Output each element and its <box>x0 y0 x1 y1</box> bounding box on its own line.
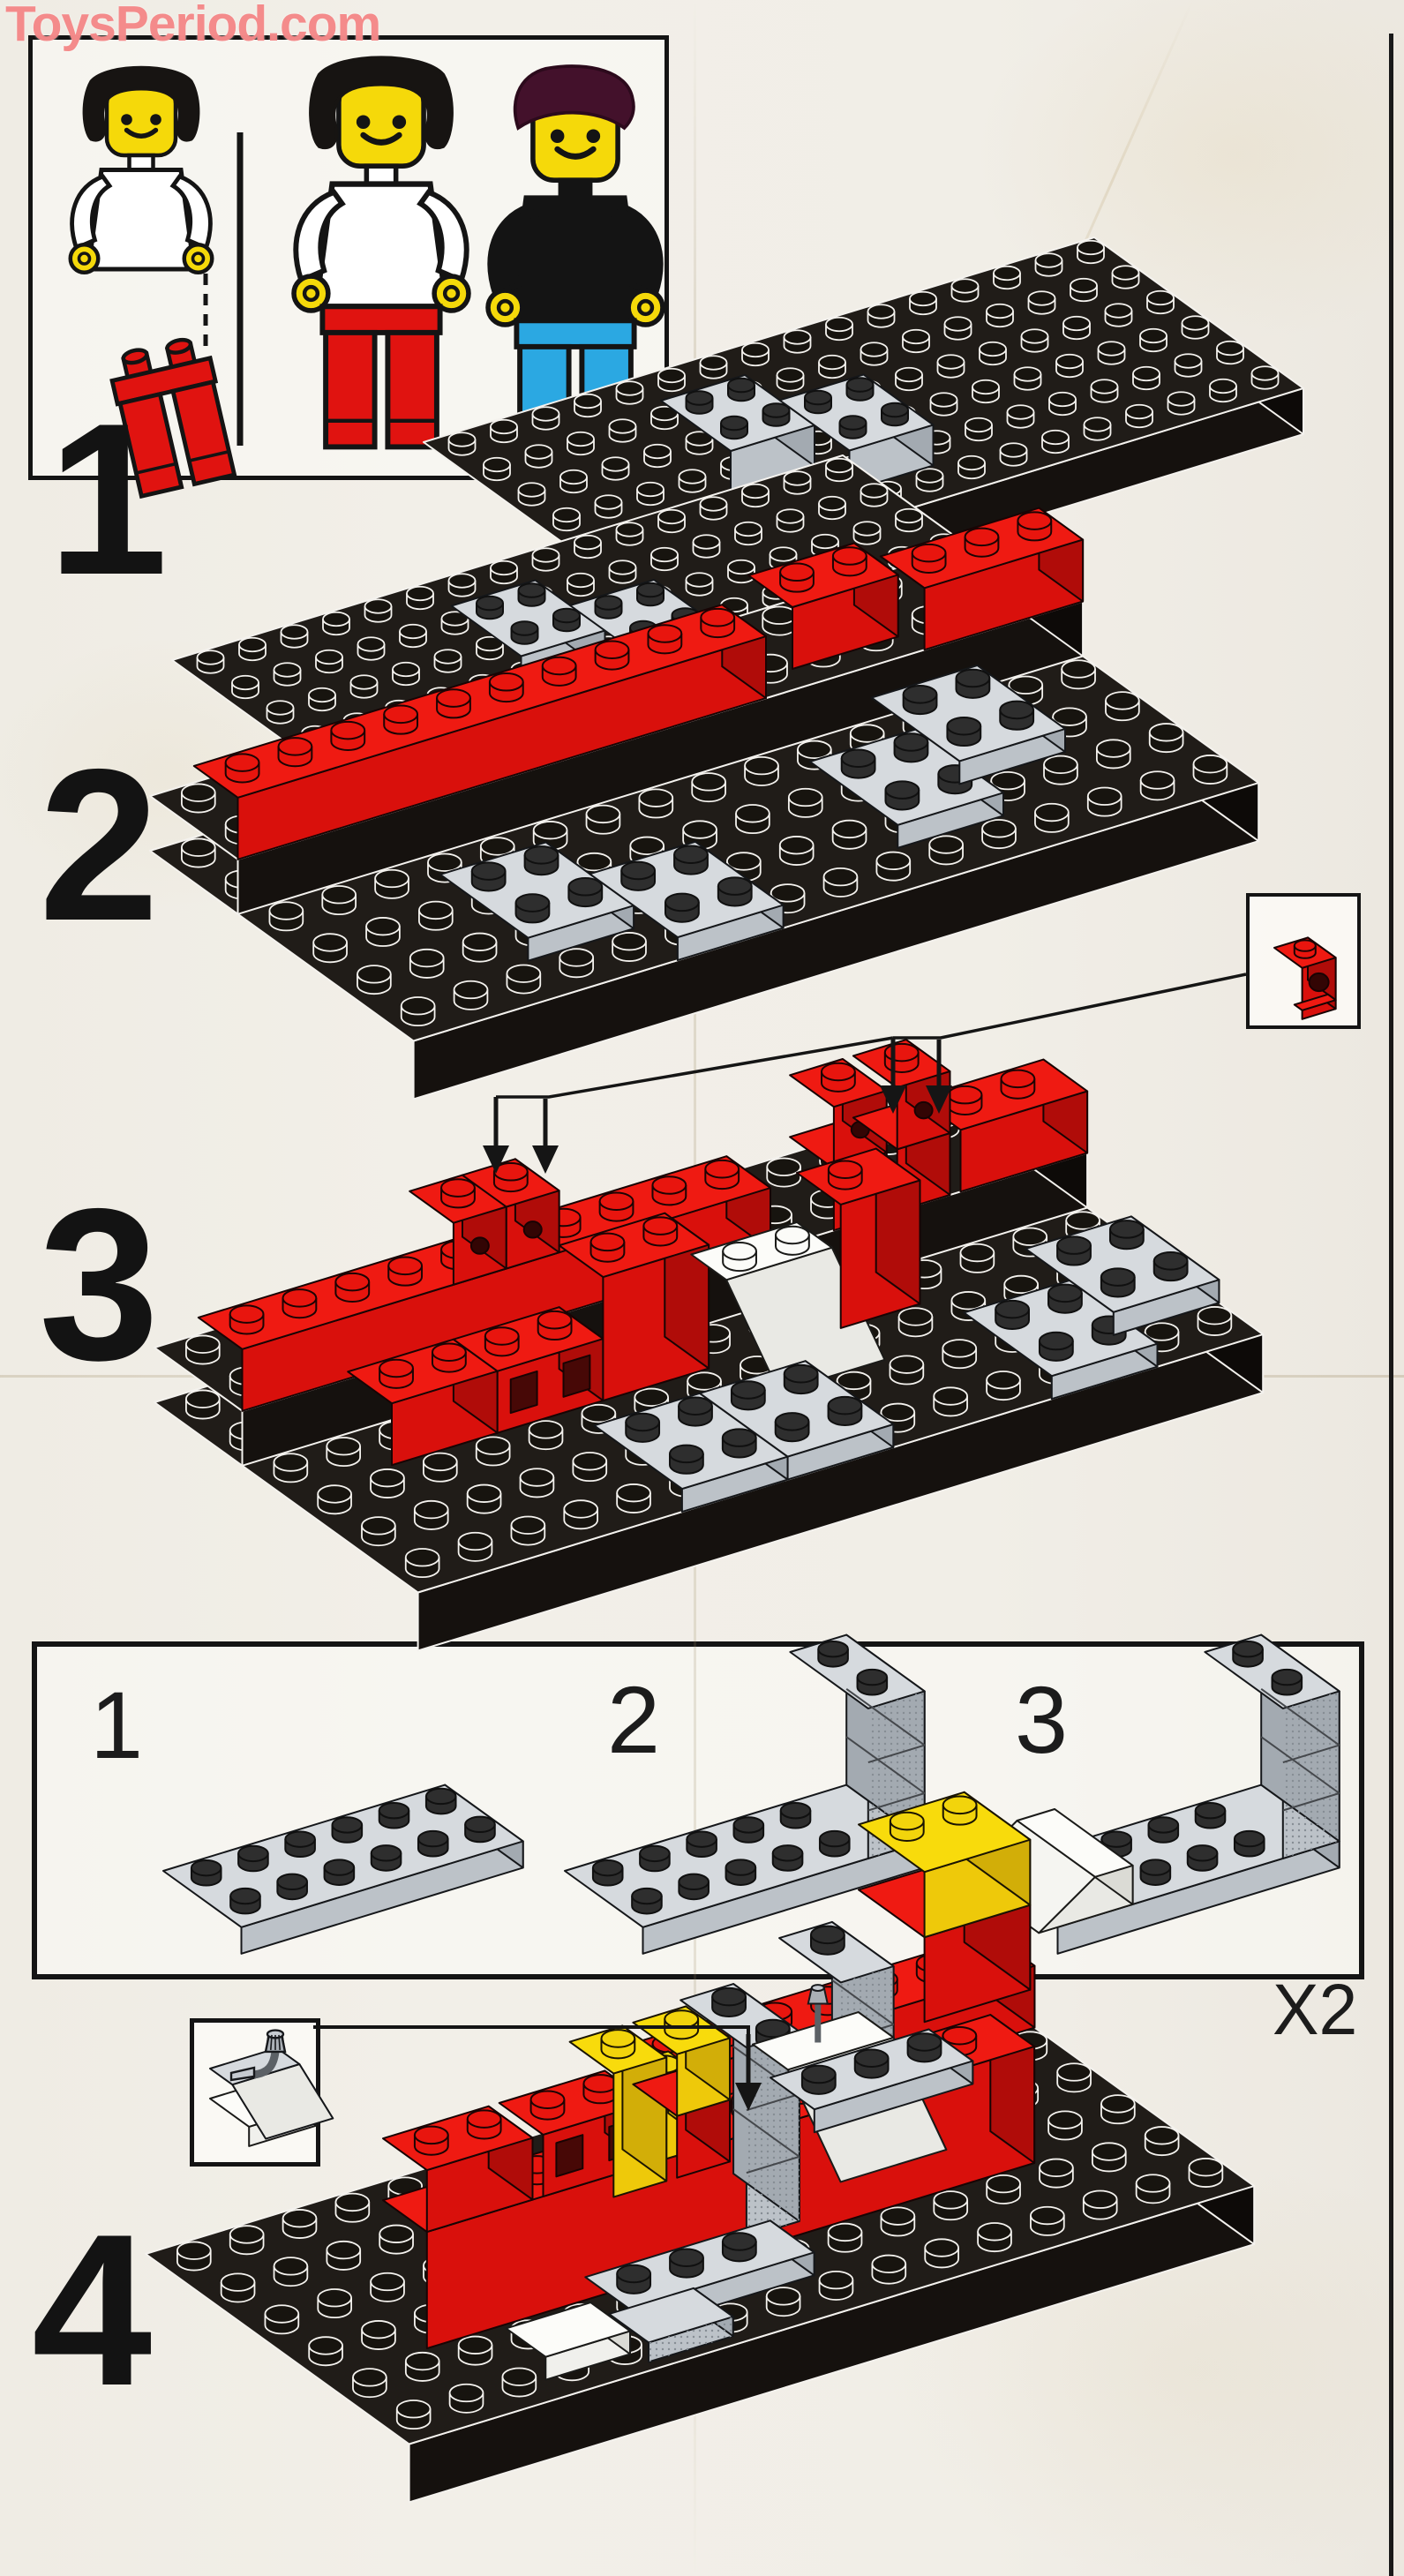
minifig-girl-assembled <box>291 56 471 450</box>
subassembly-step-2-number: 2 <box>607 1666 661 1773</box>
minifig-girl-parts <box>68 65 214 274</box>
step-3-number: 3 <box>39 1163 159 1405</box>
lever-piece-callout <box>209 2029 334 2147</box>
headlight-brick-callout <box>1273 936 1337 1020</box>
watermark: ToysPeriod.com <box>5 0 381 52</box>
step-1-number: 1 <box>48 378 168 620</box>
placement-arrows-step3 <box>483 973 1247 1174</box>
step-2-diagram <box>149 507 1260 1100</box>
subassembly-step-1-number: 1 <box>90 1671 144 1778</box>
subassembly-step-3-number: 3 <box>1015 1666 1069 1773</box>
subassembly-diagrams <box>162 1633 1340 1955</box>
subassembly-multiplier: X2 <box>1273 1970 1358 2050</box>
step-2-number: 2 <box>39 724 159 965</box>
step-4-number: 4 <box>32 2189 152 2430</box>
placement-arrow-step4 <box>313 2025 762 2111</box>
minifig-red-legs-part <box>109 337 237 499</box>
step-3-diagram <box>154 973 1265 1652</box>
step-4-diagram <box>145 1791 1256 2504</box>
page-right-edge <box>1389 34 1393 2576</box>
